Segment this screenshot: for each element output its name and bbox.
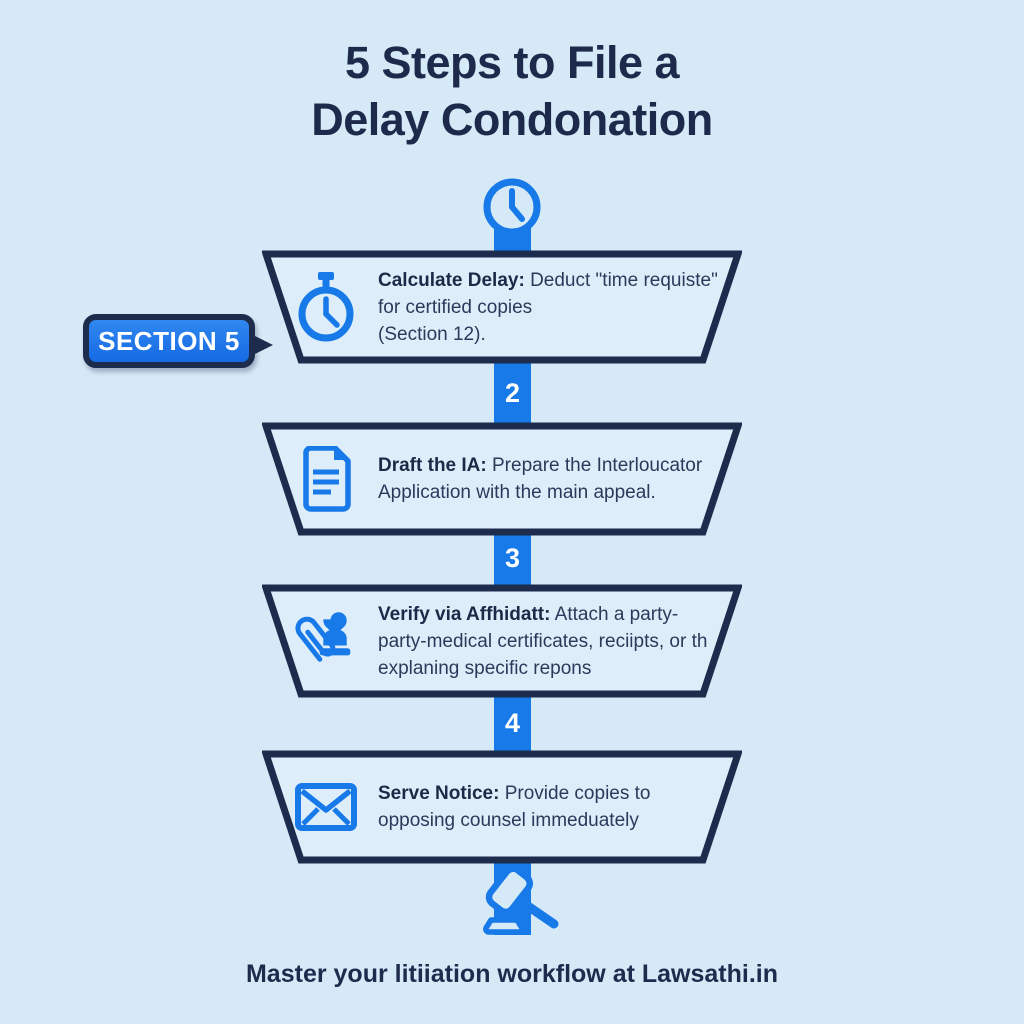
step-body-1: Deduct "time requiste" for certified cop… <box>378 269 718 345</box>
section-badge: SECTION 5 <box>83 314 273 368</box>
step-text-3: Verify via Affhidatt: Attach a party- pa… <box>378 584 728 698</box>
paperclip-stamp-icon <box>290 584 362 698</box>
step-lead-1: Calculate Delay: <box>378 269 525 291</box>
gavel-icon <box>483 866 559 935</box>
step-body-3: Attach a party- party-medical certificat… <box>378 603 708 679</box>
stopwatch-icon <box>290 250 362 364</box>
spine-segment-4: 4 <box>494 688 531 758</box>
step-text-1: Calculate Delay: Deduct "time requiste" … <box>378 250 728 364</box>
page-title: 5 Steps to File a Delay Condonation <box>0 34 1024 148</box>
step-lead-3: Verify via Affhidatt: <box>378 603 551 625</box>
document-icon <box>290 422 362 536</box>
section-badge-label: SECTION 5 <box>98 325 240 356</box>
spine-segment-2: 2 <box>494 358 531 428</box>
step-number-2: 2 <box>504 377 521 408</box>
envelope-icon <box>290 750 362 864</box>
step-box-1: Calculate Delay: Deduct "time requiste" … <box>262 250 742 364</box>
step-lead-2: Draft the IA: <box>378 455 487 476</box>
step-number-3: 3 <box>504 542 521 573</box>
clock-icon <box>483 178 541 236</box>
title-line1: 5 Steps to File a <box>344 37 680 88</box>
title-line2: Delay Condonation <box>311 94 713 145</box>
step-body-4: Provide copies to opposing counsel immed… <box>378 783 651 831</box>
step-number-4: 4 <box>504 707 521 738</box>
step-box-3: Verify via Affhidatt: Attach a party- pa… <box>262 584 742 698</box>
step-text-2: Draft the IA: Prepare the Interloucator … <box>378 422 728 536</box>
step-lead-4: Serve Notice: <box>378 783 500 804</box>
footer-text: Master your litiiation workflow at Lawsa… <box>245 960 779 988</box>
step-body-2: Prepare the Interloucator Application wi… <box>378 455 703 503</box>
step-text-4: Serve Notice: Provide copies to opposing… <box>378 750 728 864</box>
step-box-2: Draft the IA: Prepare the Interloucator … <box>262 422 742 536</box>
step-box-4: Serve Notice: Provide copies to opposing… <box>262 750 742 864</box>
badge-pointer-icon <box>251 334 273 356</box>
